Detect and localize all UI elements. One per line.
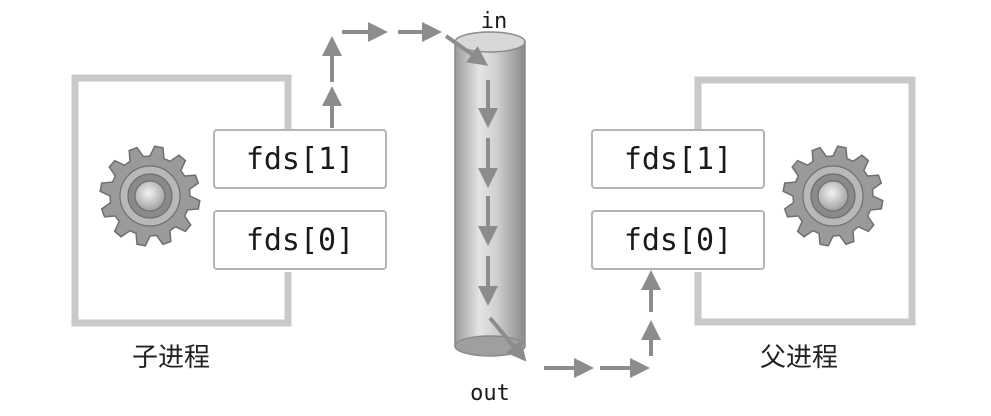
- child-fd-write-box: fds[1]: [213, 129, 387, 189]
- data-flow-arrows: [322, 22, 661, 378]
- parent-fd-read-box: fds[0]: [591, 210, 765, 270]
- parent-fd-write-box: fds[1]: [591, 129, 765, 189]
- parent-process-label: 父进程: [760, 343, 838, 373]
- parent-fd-read-label: fds[0]: [624, 223, 732, 258]
- gear-icon: [99, 145, 201, 247]
- child-process: fds[1] fds[0] 子进程: [71, 74, 387, 373]
- pipe-out-label: out: [470, 381, 510, 406]
- flow-arrow: [488, 316, 527, 362]
- parent-fd-write-label: fds[1]: [624, 142, 732, 177]
- parent-process-frame: [694, 76, 916, 326]
- gear-icon: [782, 145, 884, 247]
- parent-process: fds[1] fds[0] 父进程: [591, 76, 916, 373]
- gear-ring: [134, 180, 166, 212]
- pipe-in-label: in: [481, 9, 508, 34]
- child-fd-read-box: fds[0]: [213, 210, 387, 270]
- child-fd-write-label: fds[1]: [246, 142, 354, 177]
- flow-arrow: [444, 34, 489, 66]
- child-process-frame: [71, 74, 292, 327]
- child-fd-read-label: fds[0]: [246, 223, 354, 258]
- child-process-label: 子进程: [132, 343, 210, 373]
- gear-ring: [817, 180, 849, 212]
